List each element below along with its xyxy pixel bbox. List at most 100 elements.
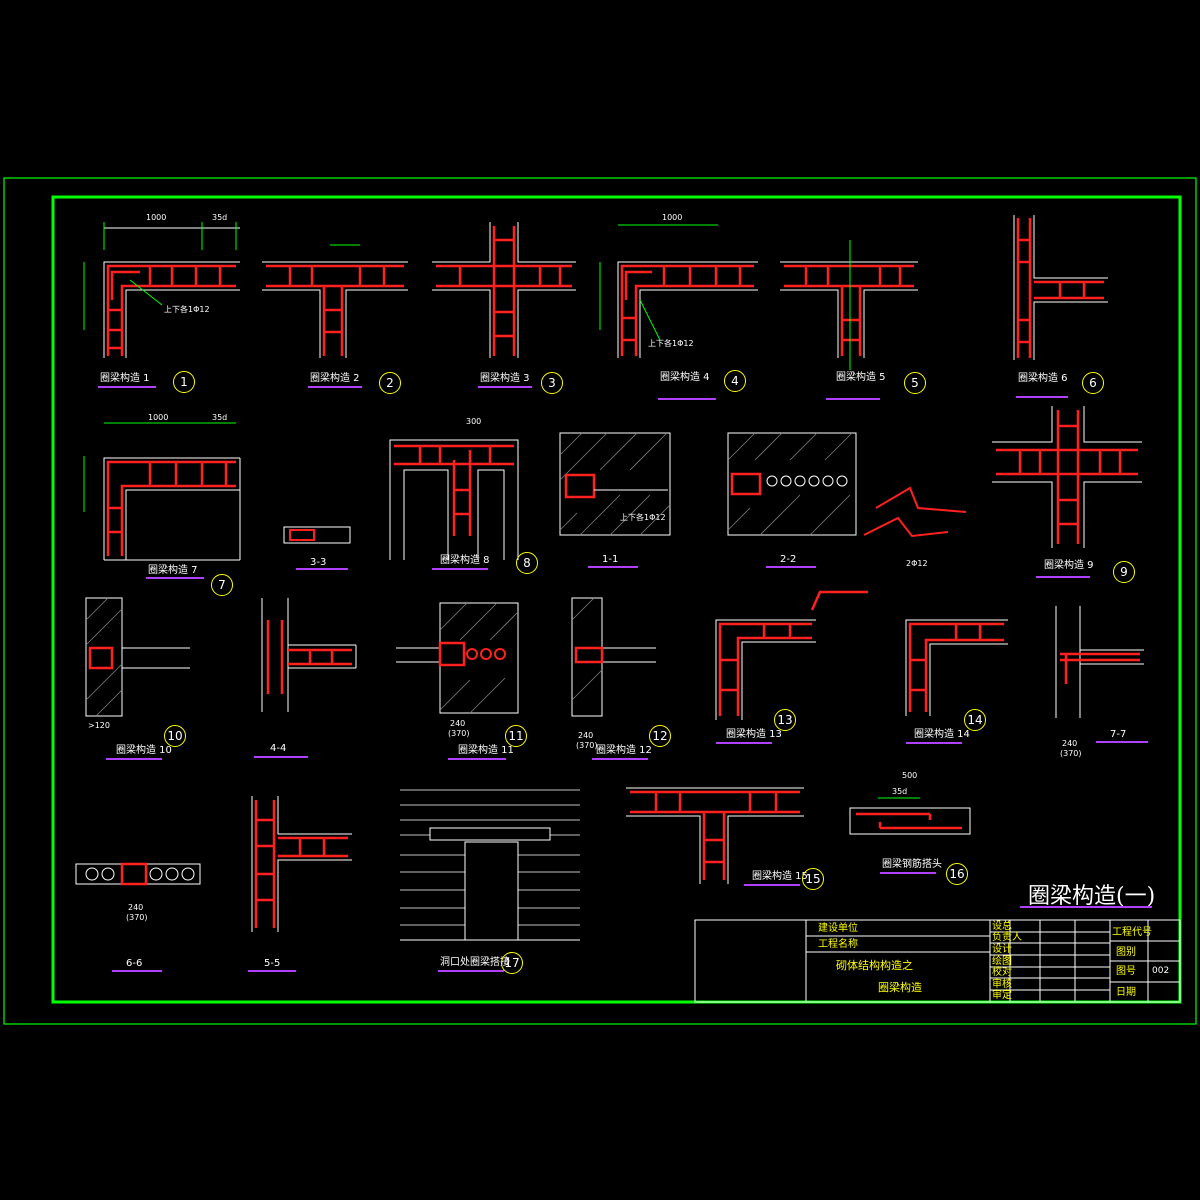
tb-right-0: 工程代号: [1112, 927, 1152, 938]
detail-9-drawing: [992, 406, 1142, 548]
detail-2-caption: 圈梁构造 2: [310, 373, 360, 384]
detail-1-caption: 圈梁构造 1: [100, 373, 150, 384]
detail-15-drawing: [626, 787, 804, 884]
section-5-5-label: 5-5: [264, 958, 281, 969]
tb-right-1: 图别: [1116, 947, 1136, 958]
section-3-3-underline: [296, 568, 348, 570]
detail-11-caption: 圈梁构造 11: [458, 745, 514, 756]
tb-role-0: 设总: [992, 921, 1012, 932]
section-7-7-underline: [1096, 741, 1148, 743]
detail-12-drawing: [571, 597, 656, 717]
detail-1-drawing: [83, 222, 240, 358]
dim-240-a: 240: [450, 719, 466, 728]
section-4-4-drawing: [261, 598, 357, 712]
detail-3-drawing: [432, 222, 576, 358]
detail-16-caption: 圈梁钢筋搭头: [882, 859, 942, 870]
section-2-2-label: 2-2: [780, 554, 797, 565]
sheet-title: 圈梁构造(一): [1028, 884, 1156, 909]
detail-8-drawing: [389, 439, 519, 560]
detail-13-drawing: [715, 590, 868, 720]
rebar-note-1-1: 上下各1Φ12: [620, 513, 666, 522]
tb-drawing-name-2: 圈梁构造: [878, 981, 922, 994]
detail-9-underline: [1036, 576, 1090, 578]
dim-370-c: (370): [1060, 749, 1082, 758]
section-2-2-drawing: [727, 432, 857, 536]
section-2-2-underline: [766, 566, 816, 568]
detail-9-caption: 圈梁构造 9: [1044, 560, 1094, 571]
tb-role-5: 审核: [992, 979, 1012, 990]
rebar-note-4: 上下各1Φ12: [648, 339, 694, 348]
detail-4-underline: [658, 398, 716, 400]
detail-11-underline: [448, 758, 506, 760]
dim-300: 300: [466, 417, 482, 426]
dim-1000-a: 1000: [146, 213, 167, 222]
detail-10-underline: [106, 758, 162, 760]
section-1-1-label: 1-1: [602, 554, 619, 565]
section-7-7-label: 7-7: [1110, 729, 1127, 740]
tb-role-3: 绘图: [992, 956, 1012, 967]
detail-7-number: 7: [211, 574, 233, 596]
detail-12-caption: 圈梁构造 12: [596, 745, 652, 756]
outer-border: [3, 177, 1197, 1025]
dim-240-b: 240: [578, 731, 594, 740]
detail-8-caption: 圈梁构造 8: [440, 555, 490, 566]
dim-35d-a: 35d: [212, 213, 228, 222]
section-4-4-label: 4-4: [270, 743, 287, 754]
tb-project-label: 工程名称: [818, 939, 858, 950]
detail-17-drawing: [400, 789, 580, 941]
section-6-6-label: 6-6: [126, 958, 143, 969]
rebar-2-note: 2Φ12: [906, 559, 928, 568]
tb-role-1: 负责人: [992, 932, 1022, 943]
detail-6-caption: 圈梁构造 6: [1018, 373, 1068, 384]
detail-14-caption: 圈梁构造 14: [914, 729, 970, 740]
detail-1-underline: [98, 386, 156, 388]
detail-7-drawing: [83, 422, 241, 561]
dim-35d-b: 35d: [212, 413, 228, 422]
detail-10-drawing: [85, 597, 190, 717]
detail-4-number: 4: [724, 370, 746, 392]
detail-15-underline: [744, 884, 800, 886]
detail-17-underline: [438, 970, 504, 972]
detail-17-caption: 洞口处圈梁搭接: [440, 957, 510, 968]
detail-5-underline: [826, 398, 880, 400]
detail-13-underline: [716, 742, 772, 744]
section-6-6-underline: [112, 970, 162, 972]
tb-role-2: 设计: [992, 944, 1012, 955]
tb-role-6: 审定: [992, 990, 1012, 1001]
tb-drawing-name-1: 砌体结构构造之: [836, 959, 913, 972]
detail-16-number: 16: [946, 863, 968, 885]
detail-17-number: 17: [501, 952, 523, 974]
detail-3-underline: [478, 386, 532, 388]
section-5-5-underline: [248, 970, 296, 972]
detail-12-number: 12: [649, 725, 671, 747]
detail-3-caption: 圈梁构造 3: [480, 373, 530, 384]
detail-3-number: 3: [541, 372, 563, 394]
detail-13-number: 13: [774, 709, 796, 731]
tb-unit-label: 建设单位: [818, 923, 858, 934]
detail-5-drawing: [780, 240, 918, 370]
detail-4-drawing: [599, 224, 758, 358]
section-3-3-label: 3-3: [310, 557, 327, 568]
rebar-hook-sketch: [863, 486, 967, 538]
detail-16-underline: [880, 872, 936, 874]
detail-15-number: 15: [802, 868, 824, 890]
detail-5-number: 5: [904, 372, 926, 394]
dim-35d-c: 35d: [892, 787, 908, 796]
dim-120: >120: [88, 721, 110, 730]
section-5-5-drawing: [251, 796, 352, 932]
detail-15-caption: 圈梁构造 15: [752, 871, 808, 882]
detail-9-number: 9: [1113, 561, 1135, 583]
section-6-6-drawing: [75, 862, 201, 886]
detail-14-drawing: [905, 619, 1008, 716]
detail-14-number: 14: [964, 709, 986, 731]
detail-2-number: 2: [379, 372, 401, 394]
detail-5-caption: 圈梁构造 5: [836, 372, 886, 383]
detail-6-number: 6: [1082, 372, 1104, 394]
detail-14-underline: [906, 742, 962, 744]
section-1-1-drawing: [559, 432, 671, 536]
dim-370-d: (370): [126, 913, 148, 922]
detail-12-underline: [592, 758, 648, 760]
detail-11-drawing: [396, 602, 519, 714]
inner-border: [51, 195, 1182, 1004]
